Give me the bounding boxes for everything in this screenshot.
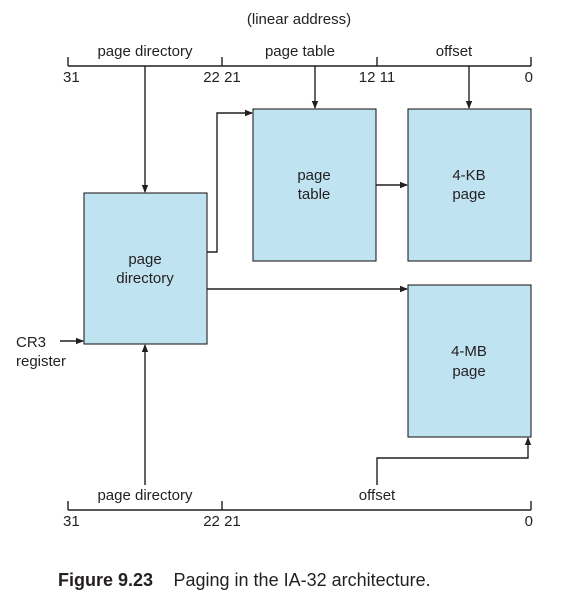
page-4kb-label-line2: page (452, 186, 485, 203)
bottom-page-directory-label: page directory (97, 487, 193, 504)
figure-caption-text: Paging in the IA-32 architecture. (174, 570, 431, 590)
page-4mb-label-line1: 4-MB (451, 343, 487, 360)
page-directory-label-line2: directory (116, 270, 174, 287)
page-table-label-line1: page (297, 167, 330, 184)
figure-caption: Figure 9.23 Paging in the IA-32 architec… (58, 570, 431, 590)
top-page-table-label: page table (265, 43, 335, 60)
top-linear-address-bar: page directory page table offset 31 22 2… (63, 43, 533, 86)
page-4mb-box: 4-MB page (407, 284, 532, 438)
bottom-bit-0: 0 (525, 513, 533, 530)
page-4kb-box: 4-KB page (407, 108, 532, 262)
arrow-page-directory-to-page-table (207, 109, 253, 253)
top-bit-22-21: 22 21 (203, 69, 241, 86)
cr3-label: CR3 (16, 334, 46, 351)
bottom-offset-label: offset (359, 487, 396, 504)
top-offset-label: offset (436, 43, 473, 60)
page-4mb-label-line2: page (452, 363, 485, 380)
top-bit-12-11: 12 11 (359, 69, 395, 86)
page-directory-box: page directory (83, 192, 208, 345)
top-bit-0: 0 (525, 69, 533, 86)
page-4kb-label-line1: 4-KB (452, 167, 485, 184)
figure-number: Figure 9.23 (58, 570, 153, 590)
bottom-bit-31: 31 (63, 513, 80, 530)
bottom-bit-22-21: 22 21 (203, 513, 241, 530)
top-bit-31: 31 (63, 69, 80, 86)
page-table-box: page table (252, 108, 377, 262)
page-table-label-line2: table (298, 186, 331, 203)
bottom-linear-address-bar: page directory offset 31 22 21 0 (63, 487, 533, 530)
top-page-directory-label: page directory (97, 43, 193, 60)
arrow-bottom-offset-to-4mb-page (376, 437, 532, 485)
page-directory-label-line1: page (128, 251, 161, 268)
linear-address-title: (linear address) (247, 11, 351, 28)
cr3-register-label: register (16, 353, 66, 370)
